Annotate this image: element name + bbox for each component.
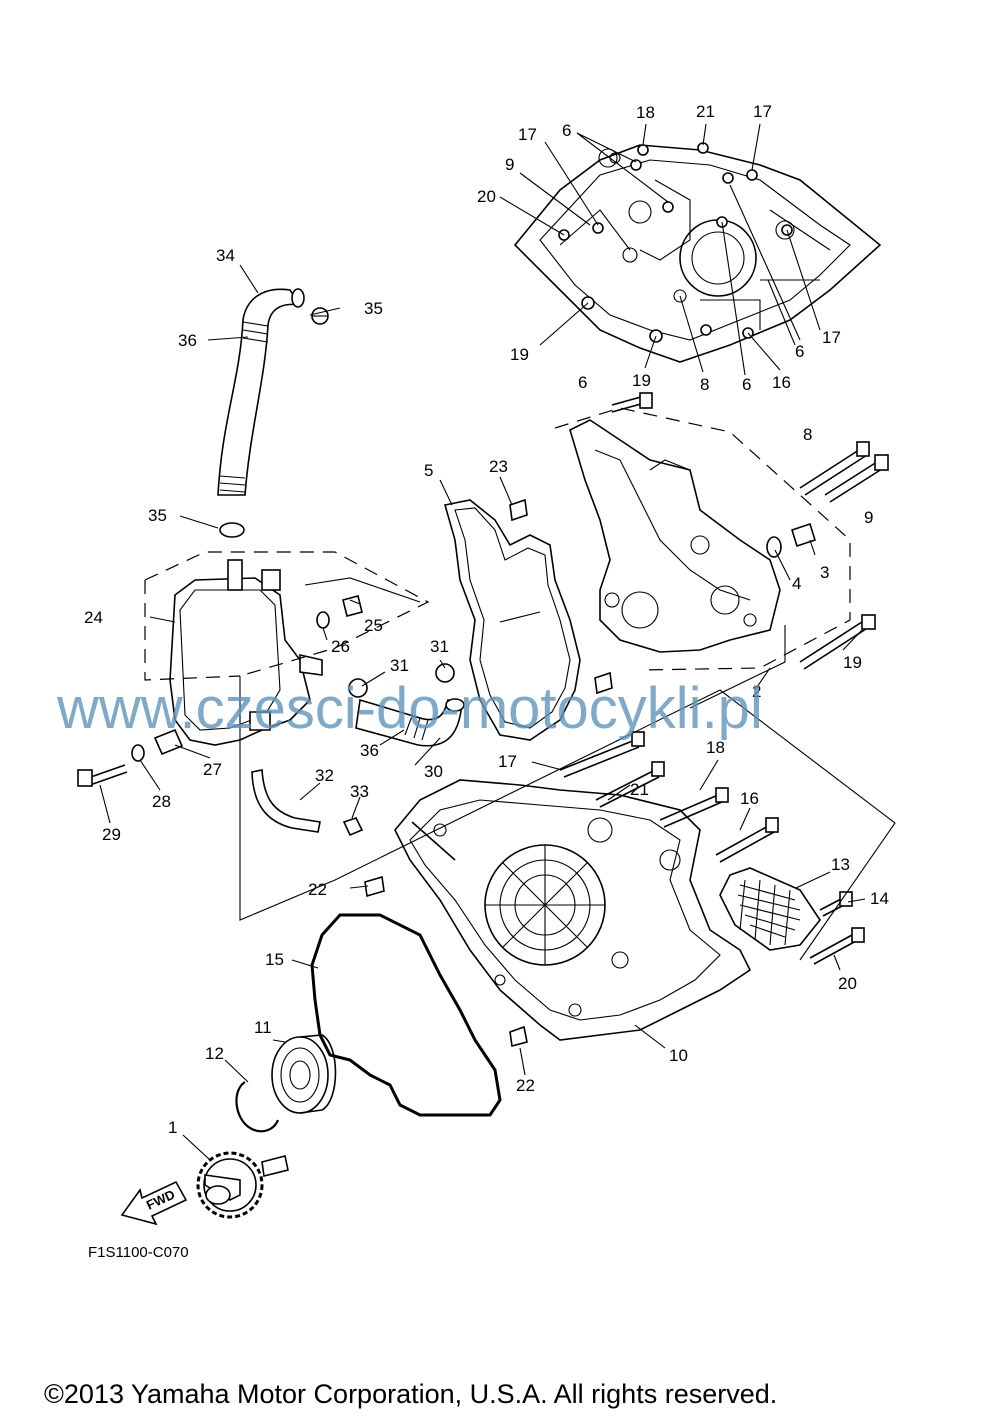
callout-label: 20 <box>477 187 496 206</box>
callout-label: 33 <box>350 782 369 801</box>
gasket-15 <box>310 913 502 1117</box>
clamp-31-b <box>348 678 368 698</box>
callout-label: 8 <box>803 425 812 444</box>
clamp-31-a <box>435 663 455 683</box>
callout-label: 26 <box>331 637 350 656</box>
oil-strainer-13 <box>719 867 821 951</box>
leader-lines <box>99 123 866 1161</box>
callout-label: 18 <box>636 103 655 122</box>
hose-30 <box>355 698 465 747</box>
callout-label: 9 <box>864 508 873 527</box>
callout-label: 32 <box>315 766 334 785</box>
callout-label: 36 <box>360 741 379 760</box>
callout-label: 17 <box>518 125 537 144</box>
callout-label: 6 <box>578 373 587 392</box>
callout-label: 1 <box>168 1118 177 1137</box>
callout-label: 34 <box>216 246 235 265</box>
clamp-35-lower <box>219 522 245 538</box>
callout-label: 16 <box>740 789 759 808</box>
callout-label: 24 <box>84 608 103 627</box>
callout-label: 3 <box>820 563 829 582</box>
callout-label: 4 <box>792 574 801 593</box>
callout-label: 17 <box>753 102 772 121</box>
fwd-arrow: FWD <box>120 1180 188 1226</box>
copyright-notice: ©2013 Yamaha Motor Corporation, U.S.A. A… <box>44 1379 777 1409</box>
callout-label: 8 <box>700 375 709 394</box>
gear-1 <box>196 1151 289 1219</box>
clamp-33 <box>342 817 364 837</box>
callout-label: 22 <box>308 880 327 899</box>
callout-label: 21 <box>630 780 649 799</box>
callout-label: 19 <box>843 653 862 672</box>
callout-label: 36 <box>178 331 197 350</box>
callout-label: 20 <box>838 974 857 993</box>
callout-label: 31 <box>430 637 449 656</box>
callout-label: 5 <box>424 461 433 480</box>
callout-label: 17 <box>822 328 841 347</box>
hose-34 <box>217 288 305 496</box>
callout-label: 30 <box>424 762 443 781</box>
callout-label: 11 <box>254 1018 272 1037</box>
watermark: www.czesci-do-motocykli.pl <box>56 676 763 741</box>
callout-label: 28 <box>152 792 171 811</box>
oil-pump-assembly <box>569 419 781 653</box>
diagram-code: F1S1100-C070 <box>88 1244 189 1261</box>
circlip-12 <box>235 1081 280 1133</box>
callout-label: 16 <box>772 373 791 392</box>
callout-label: 25 <box>364 616 383 635</box>
callout-label: 17 <box>498 752 517 771</box>
callout-label: 6 <box>742 375 751 394</box>
callout-label: 12 <box>205 1044 224 1063</box>
callout-label: 21 <box>696 102 715 121</box>
callout-label: 31 <box>390 656 409 675</box>
callout-label: 18 <box>706 738 725 757</box>
callout-label: 2 <box>752 682 761 701</box>
callout-label: 9 <box>505 155 514 174</box>
oil-tank-24 <box>169 559 323 746</box>
callout-label: 35 <box>148 506 167 525</box>
callout-label: 6 <box>562 121 571 140</box>
callout-labels: 18 21 17 6 17 9 20 17 6 19 19 8 6 16 6 8… <box>84 102 889 1137</box>
hose-32 <box>251 769 321 833</box>
callout-label: 19 <box>632 371 651 390</box>
clamp-35-upper <box>311 307 329 325</box>
callout-label: 22 <box>516 1076 535 1095</box>
gasket-5 <box>443 499 581 741</box>
bearing-11 <box>271 1034 337 1114</box>
group-outlines <box>144 407 896 961</box>
callout-label: 35 <box>364 299 383 318</box>
callout-label: 23 <box>489 457 508 476</box>
callout-label: 27 <box>203 760 222 779</box>
callout-label: 13 <box>831 855 850 874</box>
callout-label: 29 <box>102 825 121 844</box>
callout-label: 14 <box>870 889 889 908</box>
callout-label: 19 <box>510 345 529 364</box>
crankcase-cover-10 <box>394 779 752 1041</box>
fasteners <box>77 392 889 1048</box>
callout-label: 6 <box>795 342 804 361</box>
callout-label: 15 <box>265 950 284 969</box>
callout-label: 10 <box>669 1046 688 1065</box>
